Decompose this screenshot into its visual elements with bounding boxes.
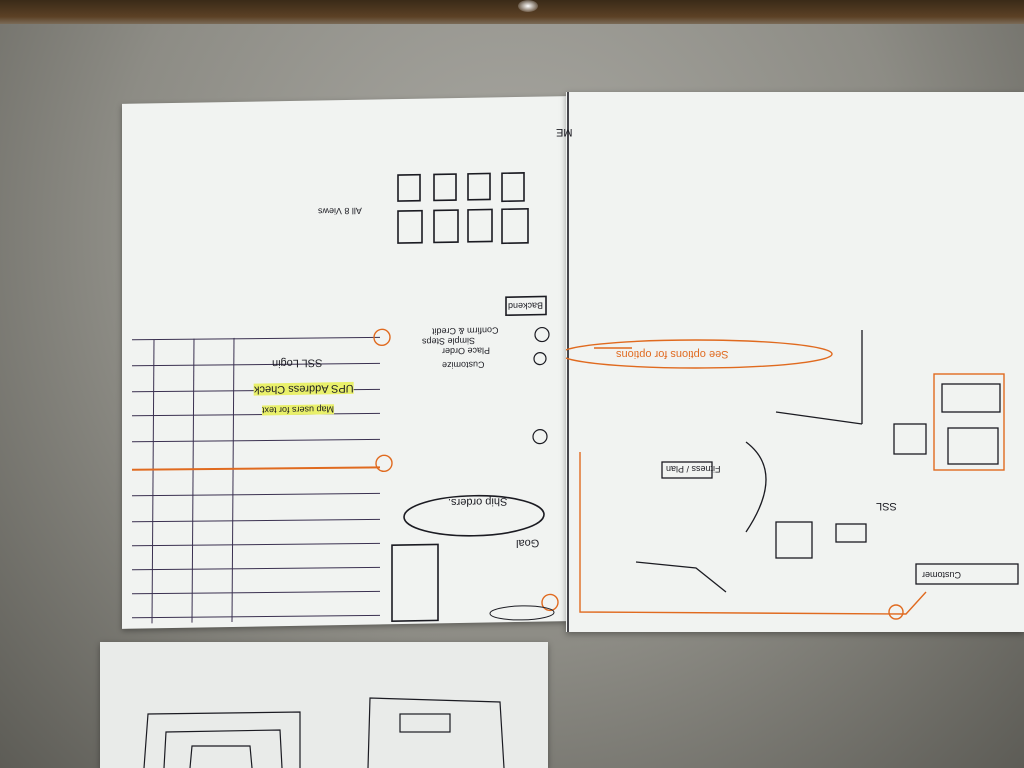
goal-text: Ship orders. (448, 495, 508, 509)
left-sheet-drawing (131, 172, 559, 624)
step-item: Confirm & Credit (432, 325, 499, 337)
bottom-sheet-drawing (143, 697, 505, 768)
wooden-frame (0, 0, 1024, 24)
tasks-label: Fitness / Plan (666, 464, 721, 474)
right-sheet-drawing (566, 92, 1019, 632)
backend-label: Backend (508, 300, 544, 312)
customer-label: Customer (922, 570, 962, 580)
me-label: ME (556, 126, 573, 138)
bottom-sketch-sheet (100, 642, 548, 768)
map-label: Map users for text (262, 404, 335, 416)
ups-label: UPS Address Check (254, 381, 354, 396)
see-options-label: See options for options (616, 348, 729, 360)
ssl-label: SSL (876, 500, 897, 512)
left-sketch-sheet: Simple Steps Customize Place Order Confi… (122, 96, 568, 629)
step-item: Place Order (442, 345, 491, 357)
right-sketch-sheet: See options for options Fitness / Plan S… (556, 92, 1024, 632)
ceiling-light-icon (518, 0, 538, 12)
grid-caption: All 8 Views (318, 205, 362, 217)
ssl-label: SSL Login (272, 356, 323, 370)
step-item: Customize (442, 359, 485, 371)
goal-label: Goal (516, 536, 540, 550)
